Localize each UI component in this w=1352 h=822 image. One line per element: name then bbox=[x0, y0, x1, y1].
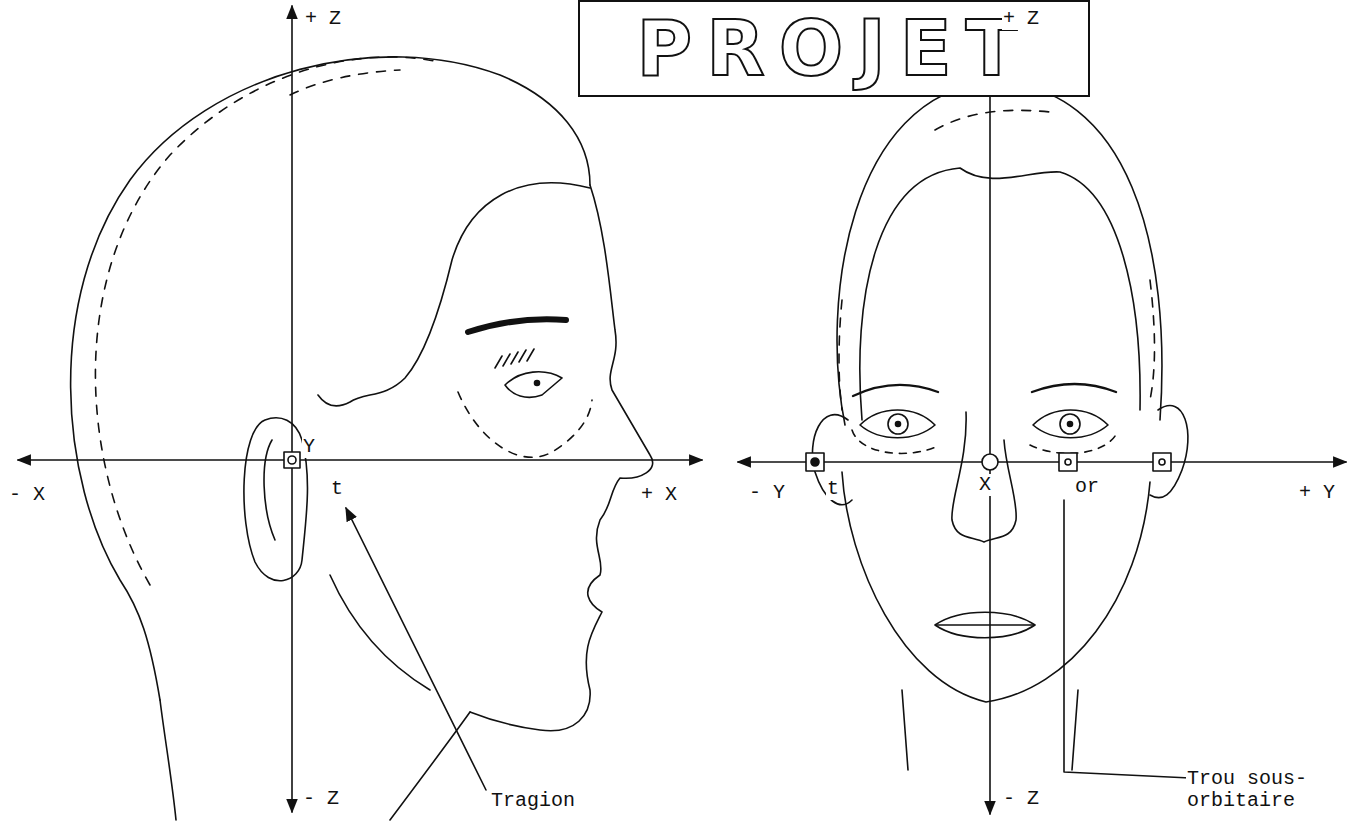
dashed-orbit bbox=[852, 430, 940, 453]
neck-line bbox=[1072, 690, 1078, 770]
head-outline bbox=[837, 82, 1162, 425]
axis-label: + Y bbox=[1298, 482, 1336, 504]
eyebrow bbox=[853, 385, 938, 396]
hairline bbox=[318, 183, 590, 406]
dashed-side bbox=[1150, 280, 1155, 400]
tragion-marker bbox=[806, 453, 824, 471]
tragion-dot bbox=[811, 458, 819, 466]
axis-label: + Z bbox=[1002, 8, 1040, 30]
eye bbox=[860, 410, 935, 438]
ear bbox=[1150, 406, 1188, 498]
tragion-marker bbox=[1153, 453, 1171, 471]
axis-label: - Z bbox=[302, 788, 340, 810]
origin-circle bbox=[982, 454, 998, 470]
axis-label: t bbox=[330, 478, 344, 500]
neck-line bbox=[902, 690, 908, 770]
ear-inner bbox=[264, 440, 275, 540]
axis-label: t bbox=[826, 478, 840, 500]
eyebrow bbox=[1032, 384, 1116, 392]
axis-label: Y bbox=[302, 436, 316, 458]
axis-x bbox=[18, 459, 702, 461]
iris bbox=[888, 414, 908, 434]
neck-line bbox=[390, 712, 470, 820]
eye bbox=[505, 372, 562, 398]
orbitale-marker bbox=[1059, 453, 1077, 471]
watermark-text: PROJET bbox=[637, 11, 1032, 87]
axis-label: + Z bbox=[304, 8, 342, 30]
face-outline bbox=[842, 472, 1150, 702]
eye bbox=[1033, 410, 1108, 438]
dashed-orbit bbox=[458, 392, 592, 457]
neck-line bbox=[160, 700, 176, 820]
axis-label: X bbox=[978, 474, 992, 496]
dashed-hair bbox=[290, 70, 400, 95]
callout-label: Trou sous-orbitaire bbox=[1186, 768, 1348, 812]
tragion-marker bbox=[284, 452, 300, 468]
dashed-side bbox=[839, 300, 842, 410]
axis-label: + X bbox=[640, 484, 678, 506]
callout-label: Tragion bbox=[490, 790, 576, 812]
hairline bbox=[860, 168, 1140, 420]
nose bbox=[952, 412, 1016, 542]
iris bbox=[1060, 414, 1080, 434]
mouth-line bbox=[937, 624, 1033, 626]
axis-label: - Y bbox=[748, 482, 786, 504]
dashed-skull bbox=[95, 57, 440, 585]
skull-outline bbox=[71, 57, 590, 700]
jaw-line bbox=[330, 575, 430, 690]
pupil bbox=[535, 381, 540, 386]
pupil bbox=[1068, 422, 1073, 427]
mouth bbox=[935, 612, 1035, 638]
leader-line bbox=[1064, 500, 1232, 780]
eyelash-hatch bbox=[495, 349, 534, 368]
pupil bbox=[896, 422, 901, 427]
leader-line bbox=[346, 508, 486, 790]
dashed-orbit bbox=[1030, 430, 1118, 453]
axis-label: - X bbox=[8, 484, 46, 506]
ear bbox=[244, 418, 308, 581]
eyebrow bbox=[468, 319, 566, 332]
tragion-dot bbox=[1159, 459, 1165, 465]
orbitale-dot bbox=[1065, 459, 1071, 465]
axis-z bbox=[989, 6, 991, 814]
axis-label: - Z bbox=[1002, 788, 1040, 810]
dashed-hair bbox=[935, 110, 1050, 130]
axis-label: or bbox=[1074, 476, 1100, 498]
face-profile bbox=[470, 185, 653, 731]
tragion-dot bbox=[288, 456, 296, 464]
axis-z bbox=[291, 6, 293, 812]
axis-y bbox=[738, 461, 1346, 463]
